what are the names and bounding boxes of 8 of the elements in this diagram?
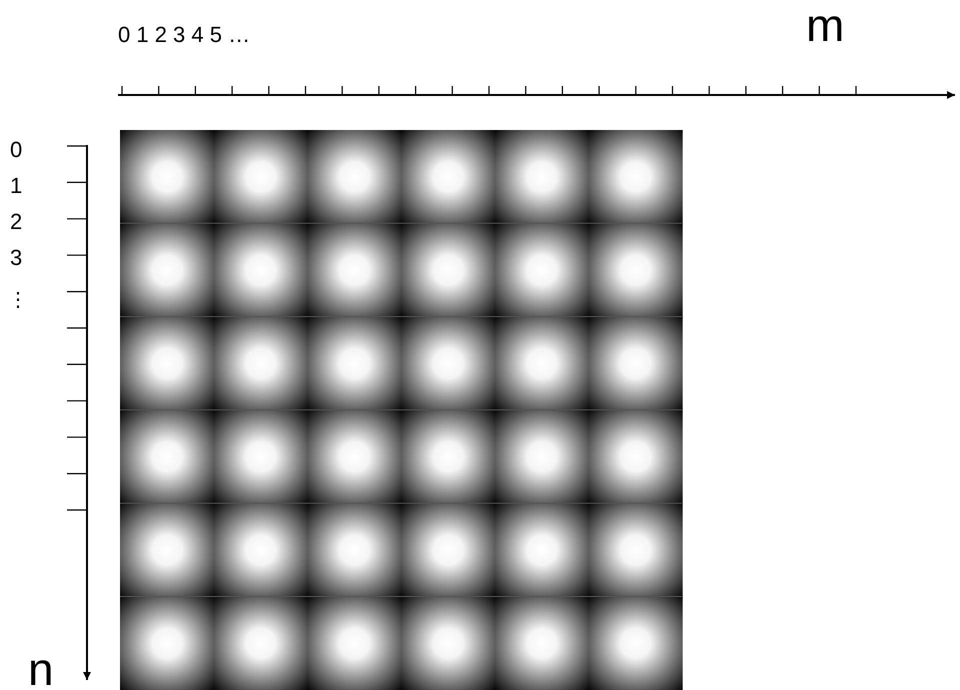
axis-tick-label: 1 (10, 175, 22, 197)
axis-label: n (28, 646, 54, 690)
axis-tick-label: 2 (10, 211, 22, 233)
ellipsis-mark: ⋮ (8, 290, 28, 310)
axis-tick-labels: 0 1 2 3 4 5 … (118, 24, 250, 46)
axis-tick-label: 0 (10, 139, 22, 161)
axis-label: m (806, 2, 844, 48)
axis-tick-label: 3 (10, 247, 22, 269)
